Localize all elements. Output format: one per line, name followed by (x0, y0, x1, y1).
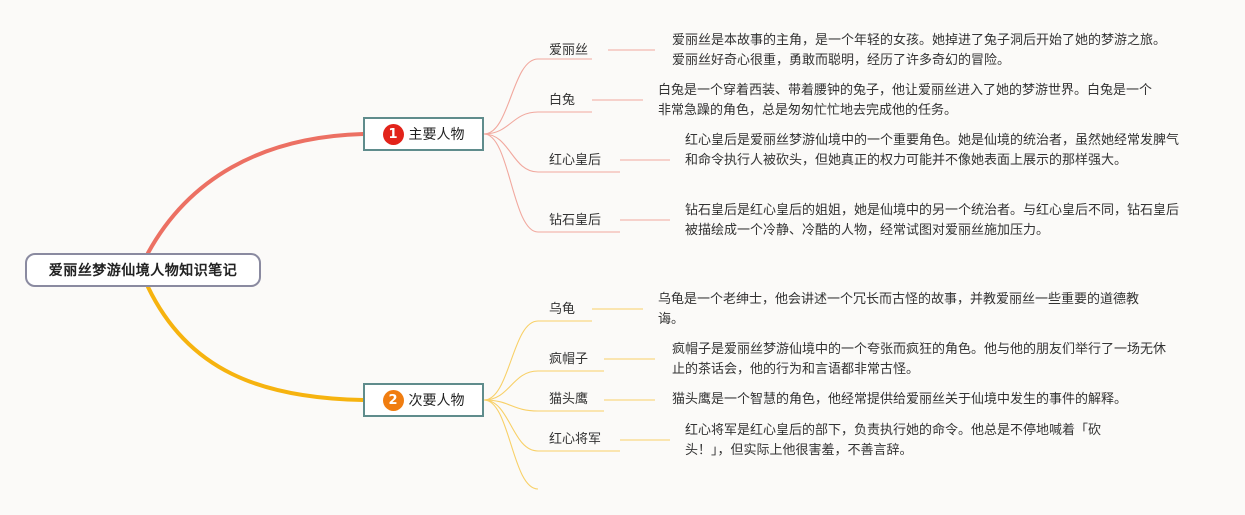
connector-branch2-leaf4 (483, 399, 620, 452)
leaf-description-hearts-general: 红心将军是红心皇后的部下，负责执行她的命令。他总是不停地喊着「砍头！」，但实际上… (685, 423, 1102, 458)
root-title: 爱丽丝梦游仙境人物知识笔记 (48, 263, 238, 279)
leaf-label: 钻石皇后 (549, 213, 602, 228)
leaf-label: 白兔 (549, 93, 576, 108)
leaf-node-hearts-general[interactable]: 红心将军 (549, 431, 601, 449)
leaf-label: 红心将军 (549, 432, 602, 447)
branch-node-secondary-characters[interactable]: 2 次要人物 (363, 383, 484, 417)
connector-branch1-leaf4 (483, 133, 620, 233)
leaf-description-owl: 猫头鹰是一个智慧的角色，他经常提供给爱丽丝关于仙境中发生的事件的解释。 (672, 392, 1128, 407)
leaf-description-queen-of-hearts: 红心皇后是爱丽丝梦游仙境中的一个重要角色。她是仙境的统治者，虽然她经常发脾气和命… (685, 133, 1180, 168)
leaf-node-queen-of-diamonds[interactable]: 钻石皇后 (549, 212, 601, 230)
leaf-description-queen-of-diamonds: 钻石皇后是红心皇后的姐姐，她是仙境中的另一个统治者。与红心皇后不同，钻石皇后被描… (685, 203, 1180, 238)
leaf-node-queen-of-hearts[interactable]: 红心皇后 (549, 152, 601, 170)
number-badge-icon: 1 (382, 123, 404, 145)
connector-branch2-leaf2 (483, 370, 604, 401)
leaf-description-white-rabbit: 白兔是一个穿着西装、带着腰钟的兔子，他让爱丽丝进入了她的梦游世界。白兔是一个非常… (658, 83, 1153, 118)
connector-branch2-tail (483, 399, 539, 490)
leaf-node-alice[interactable]: 爱丽丝 (549, 42, 588, 60)
leaf-label: 红心皇后 (549, 153, 602, 168)
connector-branch2-leaf1 (483, 320, 592, 401)
connector-branch2-leaf3 (483, 399, 604, 412)
branch-label: 主要人物 (408, 127, 465, 143)
leaf-label: 疯帽子 (549, 352, 589, 367)
leaf-node-white-rabbit[interactable]: 白兔 (549, 92, 575, 110)
leaf-description-alice: 爱丽丝是本故事的主角，是一个年轻的女孩。她掉进了兔子洞后开始了她的梦游之旅。爱丽… (672, 33, 1167, 68)
connector-branch1-leaf2 (483, 111, 592, 135)
connector-branch1-leaf3 (483, 133, 620, 173)
leaf-description-mad-hatter: 疯帽子是爱丽丝梦游仙境中的一个夸张而疯狂的角色。他与他的朋友们举行了一场无休止的… (672, 342, 1167, 377)
connector-branch1-leaf1 (483, 58, 592, 135)
branch-node-main-characters[interactable]: 1 主要人物 (363, 117, 484, 151)
leaf-label: 爱丽丝 (549, 43, 589, 58)
connector-root-branch2 (146, 285, 365, 402)
leaf-node-mad-hatter[interactable]: 疯帽子 (549, 351, 588, 369)
leaf-node-turtle[interactable]: 乌龟 (549, 301, 575, 319)
leaf-node-owl[interactable]: 猫头鹰 (549, 391, 588, 409)
leaf-label: 猫头鹰 (549, 392, 589, 407)
branch-label: 次要人物 (408, 393, 465, 409)
connector-root-branch1 (146, 132, 365, 255)
root-node[interactable]: 爱丽丝梦游仙境人物知识笔记 (25, 253, 261, 287)
leaf-label: 乌龟 (549, 302, 576, 317)
number-badge-icon: 2 (382, 389, 404, 411)
leaf-description-turtle: 乌龟是一个老绅士，他会讲述一个冗长而古怪的故事，并教爱丽丝一些重要的道德教诲。 (658, 292, 1140, 327)
